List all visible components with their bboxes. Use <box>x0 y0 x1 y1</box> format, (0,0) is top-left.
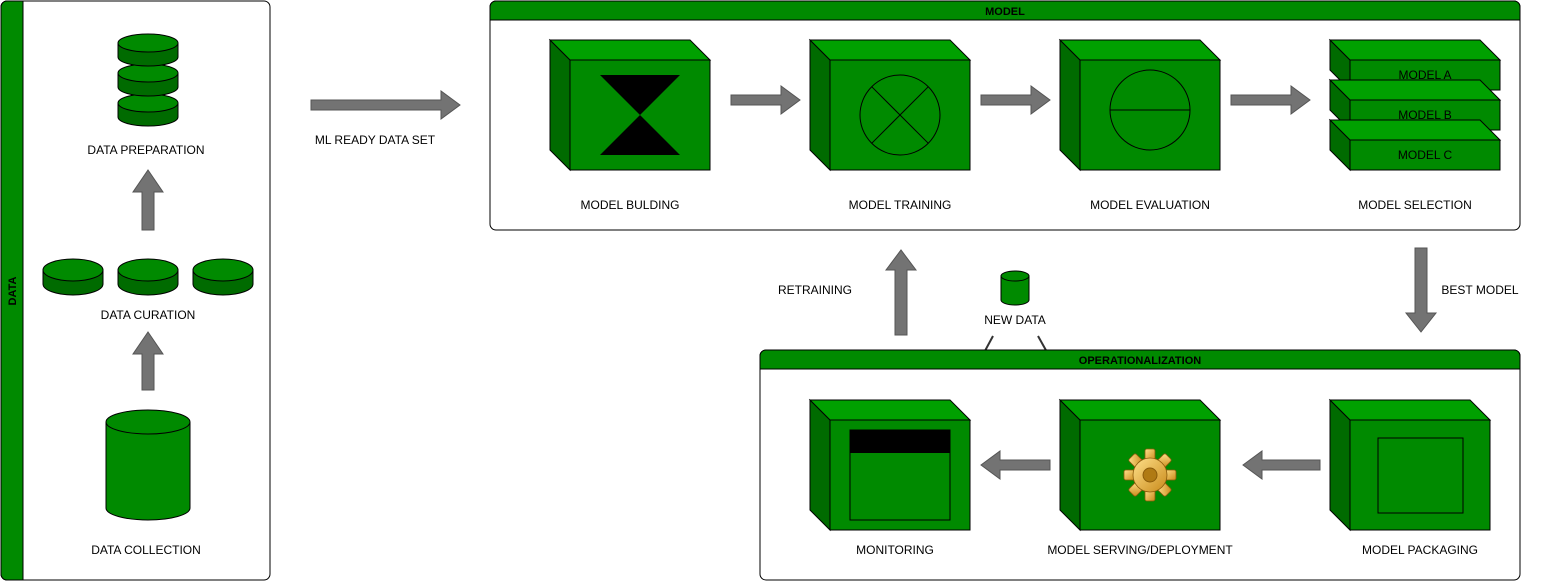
data-panel-header <box>0 0 24 581</box>
model-evaluation-box <box>1058 38 1222 172</box>
model-panel: MODEL MODEL BULDING MODEL TRAINING <box>489 0 1521 231</box>
data-panel-title: DATA <box>7 276 19 305</box>
curation-to-preparation-arrow <box>132 169 164 231</box>
square-icon <box>1377 437 1464 514</box>
cylinder-icon <box>105 409 191 521</box>
collection-to-curation-arrow <box>132 331 164 391</box>
model-c-label: MODEL C <box>1398 148 1453 162</box>
model-panel-title: MODEL <box>985 6 1025 18</box>
model-building-label: MODEL BULDING <box>581 198 680 212</box>
retraining-label: RETRAINING <box>778 283 852 297</box>
serving-label: MODEL SERVING/DEPLOYMENT <box>1047 543 1233 557</box>
database-stack-icon <box>117 33 179 127</box>
model-serving-box <box>1058 398 1222 532</box>
operationalization-panel-header <box>759 349 1521 370</box>
ml-ready-label: ML READY DATA SET <box>315 133 436 147</box>
model-b-label: MODEL B <box>1398 108 1452 122</box>
hourglass-icon <box>600 75 680 155</box>
ml-ready-arrow <box>310 90 461 120</box>
operationalization-panel-title: OPERATIONALIZATION <box>1079 355 1201 367</box>
retraining-arrow <box>885 249 917 336</box>
data-preparation-label: DATA PREPARATION <box>87 143 204 157</box>
data-curation-label: DATA CURATION <box>101 308 196 322</box>
monitoring-box <box>808 398 972 532</box>
new-data-cylinder-icon <box>1000 270 1030 306</box>
model-panel-header <box>489 0 1521 21</box>
operationalization-panel: OPERATIONALIZATION MONITORING <box>759 349 1521 581</box>
model-selection-label: MODEL SELECTION <box>1358 198 1472 212</box>
evaluation-to-selection-arrow <box>1230 85 1311 115</box>
model-building-box <box>548 38 712 172</box>
data-panel: DATA DATA PREPARATION <box>0 0 271 581</box>
circle-cross-icon <box>859 74 941 156</box>
new-data-label: NEW DATA <box>984 313 1046 327</box>
model-packaging-box <box>1328 398 1492 532</box>
serving-to-monitoring-arrow <box>980 450 1051 480</box>
disk-icon <box>192 258 254 296</box>
model-training-box <box>808 38 972 172</box>
disk-icon <box>117 258 179 296</box>
packaging-label: MODEL PACKAGING <box>1362 543 1478 557</box>
training-to-evaluation-arrow <box>980 85 1051 115</box>
model-training-label: MODEL TRAINING <box>849 198 952 212</box>
window-icon <box>849 429 951 521</box>
packaging-to-serving-arrow <box>1242 450 1321 480</box>
model-c-box: MODEL C <box>1328 118 1502 172</box>
circle-divided-icon <box>1109 69 1191 151</box>
gear-icon <box>1123 448 1177 502</box>
data-collection-label: DATA COLLECTION <box>91 543 201 557</box>
model-a-label: MODEL A <box>1399 68 1452 82</box>
best-model-arrow <box>1404 247 1438 333</box>
building-to-training-arrow <box>730 85 801 115</box>
model-evaluation-label: MODEL EVALUATION <box>1090 198 1210 212</box>
disk-icon <box>42 258 104 296</box>
best-model-label: BEST MODEL <box>1441 283 1518 297</box>
monitoring-label: MONITORING <box>856 543 934 557</box>
